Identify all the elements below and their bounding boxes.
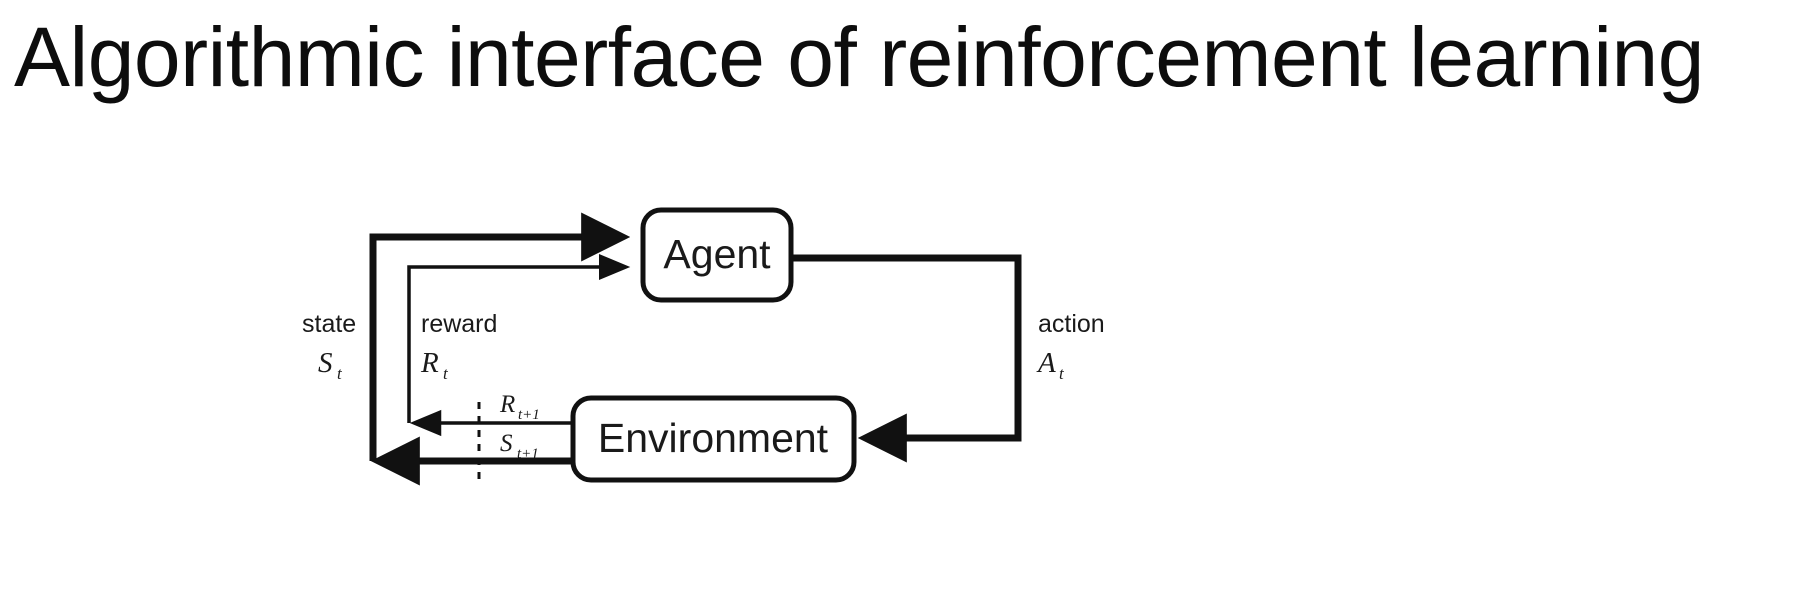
label-reward: reward xyxy=(421,310,497,338)
label-action-subscript: t xyxy=(1059,364,1065,383)
node-agent-label: Agent xyxy=(663,231,771,277)
label-reward-subscript: t xyxy=(443,364,449,383)
label-state: state xyxy=(302,310,356,338)
edge-action-to-environment xyxy=(791,254,1022,463)
rl-interaction-diagram: Agent Environment state S t reward R t a… xyxy=(0,140,1400,594)
label-state-symbol: S xyxy=(318,347,333,379)
label-action-symbol: A xyxy=(1036,347,1056,379)
label-action: action xyxy=(1038,310,1105,338)
label-state-subscript: t xyxy=(337,364,343,383)
node-environment-label: Environment xyxy=(598,415,829,461)
edge-state-to-agent xyxy=(369,212,631,461)
label-reward-symbol: R xyxy=(420,347,439,379)
label-next-reward-subscript: t+1 xyxy=(518,407,540,423)
node-environment xyxy=(570,395,857,483)
diagram-canvas: Agent Environment state S t reward R t a… xyxy=(302,207,1105,486)
label-next-state-subscript: t+1 xyxy=(517,446,539,462)
label-next-reward-symbol: R xyxy=(499,391,515,418)
page-title: Algorithmic interface of reinforcement l… xyxy=(14,10,1704,104)
label-next-state-symbol: S xyxy=(500,430,513,457)
edge-reward-to-agent xyxy=(407,253,631,423)
